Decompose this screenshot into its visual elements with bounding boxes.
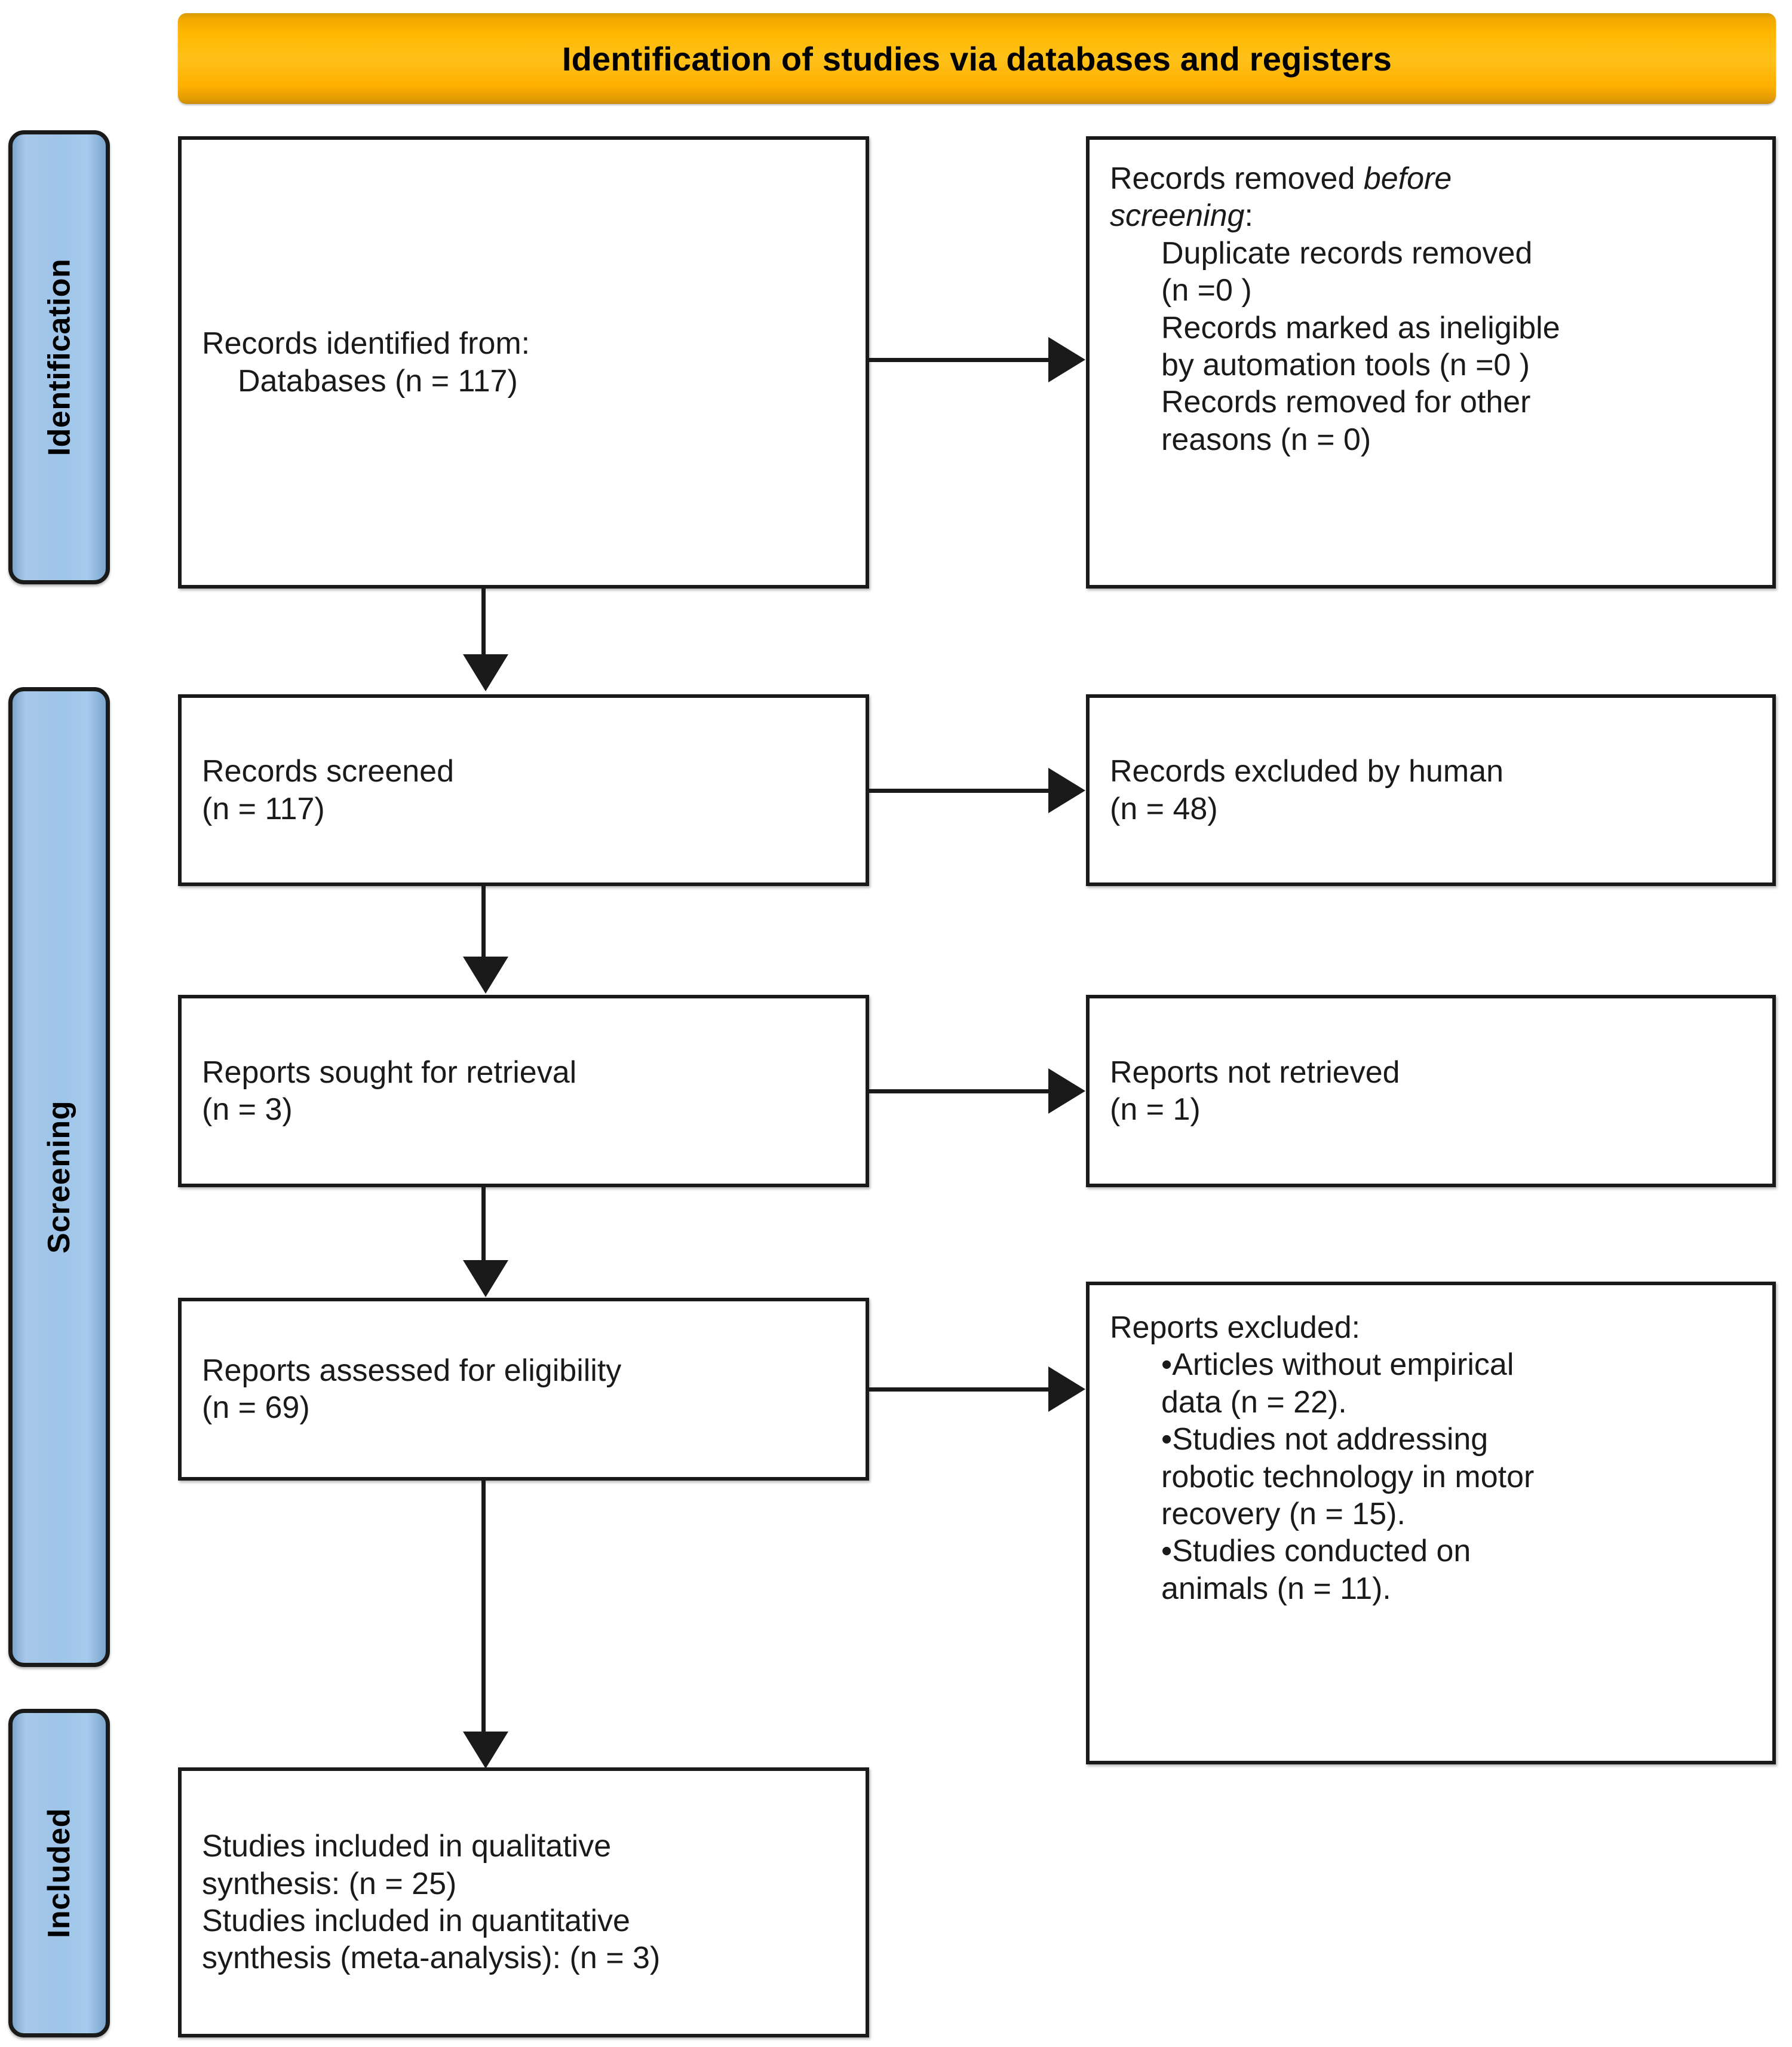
node-records-screened-body: Records screened (n = 117): [202, 753, 845, 828]
node-records-removed-before-screening: Records removed before screening: Duplic…: [1086, 136, 1776, 589]
node-records-excluded-body: Records excluded by human (n = 48): [1110, 753, 1752, 828]
phase-label-included: Included: [42, 1808, 77, 1938]
reports-excluded-item2-line2: robotic technology in motor: [1161, 1459, 1535, 1494]
records-removed-prefix: Records removed: [1110, 161, 1364, 196]
diagram-header-banner: Identification of studies via databases …: [178, 13, 1776, 104]
node-records-removed-body: Records removed before screening: Duplic…: [1110, 160, 1752, 458]
phase-pill-screening: Screening: [8, 687, 110, 1667]
reports-excluded-item1-line2: data (n = 22).: [1161, 1384, 1347, 1420]
reports-sought-line2: (n = 3): [202, 1092, 293, 1127]
phase-pill-identification: Identification: [8, 130, 110, 584]
records-removed-item2-line1: Records marked as ineligible: [1161, 310, 1560, 345]
connector-identified-to-screened-arrow: [463, 654, 508, 691]
connector-sought-to-notretrieved-line: [869, 1089, 1048, 1093]
records-removed-item1-line2: (n =0 ): [1161, 273, 1252, 308]
records-removed-item3-line2: reasons (n = 0): [1161, 422, 1371, 457]
connector-screened-to-excluded-arrow: [1048, 768, 1085, 813]
reports-not-retrieved-line1: Reports not retrieved: [1110, 1055, 1400, 1090]
connector-screened-to-sought-line: [481, 886, 486, 957]
connector-sought-to-notretrieved-arrow: [1048, 1068, 1085, 1114]
phase-pill-included: Included: [8, 1709, 110, 2037]
connector-assessed-to-repexcluded-line: [869, 1387, 1048, 1392]
records-removed-item3-line1: Records removed for other: [1161, 385, 1531, 420]
connector-identified-to-removed-arrow: [1048, 337, 1085, 382]
records-removed-item1-line1: Duplicate records removed: [1161, 235, 1533, 271]
records-excluded-line2: (n = 48): [1110, 791, 1218, 826]
reports-excluded-item3-line1: •Studies conducted on: [1161, 1534, 1471, 1569]
studies-included-line4: synthesis (meta-analysis): (n = 3): [202, 1941, 661, 1976]
records-identified-line1: Records identified from:: [202, 326, 530, 361]
node-reports-sought: Reports sought for retrieval (n = 3): [178, 995, 869, 1187]
reports-excluded-heading: Reports excluded:: [1110, 1310, 1361, 1345]
node-reports-excluded-body: Reports excluded: •Articles without empi…: [1110, 1309, 1752, 1607]
node-studies-included: Studies included in qualitative synthesi…: [178, 1767, 869, 2037]
records-screened-line1: Records screened: [202, 754, 454, 789]
banner-title: Identification of studies via databases …: [561, 39, 1392, 78]
node-reports-sought-body: Reports sought for retrieval (n = 3): [202, 1054, 845, 1129]
node-reports-assessed-body: Reports assessed for eligibility (n = 69…: [202, 1352, 845, 1427]
records-removed-italic-before: before: [1363, 161, 1452, 196]
phase-label-identification: Identification: [42, 258, 76, 456]
reports-excluded-item1-line1: •Articles without empirical: [1161, 1347, 1514, 1383]
node-records-identified-body: Records identified from: Databases (n = …: [202, 325, 845, 400]
reports-excluded-item2-line1: •Studies not addressing: [1161, 1422, 1489, 1457]
records-removed-heading-line2: screening:: [1110, 197, 1752, 234]
connector-sought-to-assessed-line: [481, 1187, 486, 1260]
studies-included-line3: Studies included in quantitative: [202, 1904, 630, 1938]
connector-assessed-to-repexcluded-arrow: [1048, 1366, 1085, 1412]
connector-identified-to-removed-line: [869, 358, 1048, 362]
node-reports-not-retrieved: Reports not retrieved (n = 1): [1086, 995, 1776, 1187]
node-reports-not-retrieved-body: Reports not retrieved (n = 1): [1110, 1054, 1752, 1129]
records-screened-line2: (n = 117): [202, 791, 325, 826]
connector-sought-to-assessed-arrow: [463, 1260, 508, 1297]
reports-assessed-line2: (n = 69): [202, 1390, 310, 1425]
node-reports-assessed: Reports assessed for eligibility (n = 69…: [178, 1298, 869, 1481]
studies-included-line2: synthesis: (n = 25): [202, 1866, 457, 1901]
node-records-identified: Records identified from: Databases (n = …: [178, 136, 869, 589]
node-reports-excluded: Reports excluded: •Articles without empi…: [1086, 1282, 1776, 1764]
reports-not-retrieved-line2: (n = 1): [1110, 1092, 1201, 1127]
node-records-excluded: Records excluded by human (n = 48): [1086, 694, 1776, 886]
records-removed-italic-screening: screening: [1110, 198, 1245, 234]
connector-assessed-to-included-line: [481, 1481, 486, 1732]
reports-sought-line1: Reports sought for retrieval: [202, 1055, 577, 1090]
connector-screened-to-excluded-line: [869, 789, 1048, 793]
node-records-screened: Records screened (n = 117): [178, 694, 869, 886]
studies-included-line1: Studies included in qualitative: [202, 1829, 612, 1864]
records-removed-colon: :: [1244, 198, 1253, 234]
connector-identified-to-screened-line: [481, 589, 486, 654]
reports-assessed-line1: Reports assessed for eligibility: [202, 1353, 622, 1388]
phase-label-screening: Screening: [42, 1101, 77, 1254]
connector-screened-to-sought-arrow: [463, 957, 508, 994]
records-removed-heading-line1: Records removed before: [1110, 160, 1752, 197]
records-removed-item2-line2: by automation tools (n =0 ): [1161, 347, 1530, 382]
reports-excluded-item2-line3: recovery (n = 15).: [1161, 1496, 1406, 1531]
records-excluded-line1: Records excluded by human: [1110, 754, 1504, 789]
connector-assessed-to-included-arrow: [463, 1732, 508, 1769]
reports-excluded-item3-line2: animals (n = 11).: [1161, 1571, 1391, 1606]
node-studies-included-body: Studies included in qualitative synthesi…: [202, 1828, 845, 1977]
records-identified-line2: Databases (n = 117): [238, 363, 518, 399]
